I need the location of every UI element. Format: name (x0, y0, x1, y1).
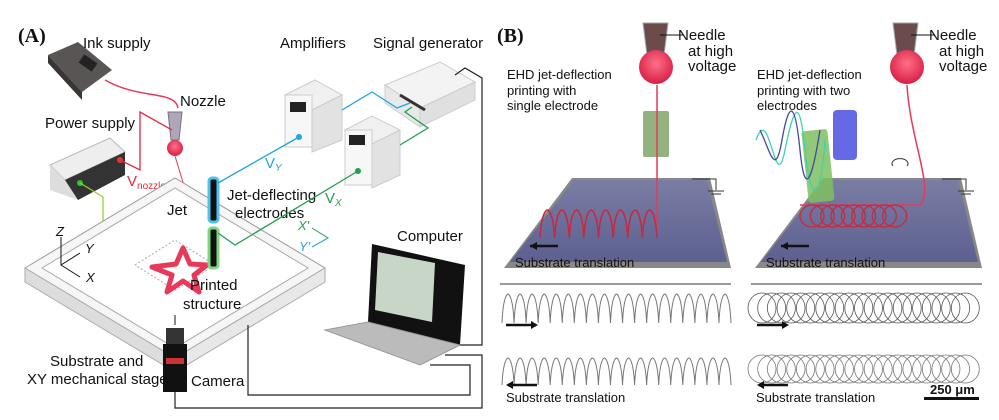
x-prime-label: X' (297, 218, 310, 233)
rotation-icon (891, 158, 909, 167)
camera (163, 315, 187, 392)
nozzle-label: Nozzle (180, 93, 226, 110)
computer-laptop (323, 244, 465, 366)
power-supply (49, 137, 126, 200)
power-supply-label: Power supply (45, 115, 136, 132)
cable-signal-generator (454, 67, 483, 346)
electrode-green (801, 129, 835, 203)
substrate-translation-right-bottom: Substrate translation (756, 390, 875, 405)
v-y-label: VY (265, 155, 283, 174)
stage-label-1: Substrate and (50, 353, 143, 370)
axis-x-label: X (85, 270, 96, 285)
axis-y-label: Y (85, 241, 95, 256)
arrow-right-icon (757, 321, 789, 329)
panel-a-label: (A) (18, 25, 46, 47)
panel-a: (A) Ink supply Nozzle Power supply Vnozz… (18, 25, 483, 409)
arrow-left-icon (506, 381, 537, 389)
amplifier-x (343, 115, 402, 189)
y-wire (217, 136, 300, 184)
axis-z-label: Z (55, 224, 65, 239)
electrode-x (207, 226, 220, 270)
jet-label: Jet (167, 202, 188, 219)
title-left-2: printing with (507, 83, 576, 98)
electrode-green (643, 111, 669, 157)
title-left-3: single electrode (507, 98, 598, 113)
title-right-3: electrodes (757, 98, 817, 113)
single-electrode-schematic (504, 22, 731, 268)
electrodes-label-2: electrodes (235, 205, 304, 222)
signal-generator-label: Signal generator (373, 35, 483, 52)
electrodes-label-1: Jet-deflecting (227, 187, 316, 204)
substrate-translation-left-top: Substrate translation (515, 255, 634, 270)
printed-star (149, 245, 210, 295)
v-x-label: VX (325, 190, 342, 209)
needle-label-left-3: voltage (688, 58, 736, 75)
needle-label-left-1: Needle (678, 27, 726, 44)
computer-label: Computer (397, 228, 463, 245)
arrow-right-icon (506, 321, 538, 329)
deflection-direction-icon (311, 227, 329, 248)
cable-stage (247, 325, 471, 396)
camera-label: Camera (191, 373, 245, 390)
cable-camera (174, 354, 483, 409)
title-right-2: printing with two (757, 83, 850, 98)
ink-supply-pump (48, 42, 179, 109)
needle-label-right-2: at high (939, 43, 984, 60)
electrode-y (207, 176, 220, 224)
scale-bar-label: 250 μm (930, 382, 975, 397)
x-wire (217, 170, 359, 246)
micrograph-loops-top (747, 292, 980, 324)
y-prime-label: Y' (299, 239, 311, 254)
title-left-1: EHD jet-deflection (507, 67, 612, 82)
panel-b-label: (B) (497, 25, 524, 47)
ground-icon (708, 190, 724, 195)
ink-supply-label: Ink supply (83, 35, 151, 52)
v-nozzle-label: Vnozzle (127, 173, 166, 192)
electrode-blue (833, 110, 857, 160)
arrow-left-icon (757, 381, 788, 389)
micrograph-zigzag-top (501, 293, 732, 324)
signal-generator (383, 61, 477, 128)
printed-structure-label-1: Printed (190, 277, 238, 294)
panel-b: (B) Needle at high voltage EHD jet-defle… (497, 22, 987, 405)
two-electrode-schematic (755, 22, 982, 268)
needle-label-right-3: voltage (939, 58, 987, 75)
amplifier-y (283, 79, 344, 153)
needle-label-left-2: at high (688, 43, 733, 60)
xy-stage (24, 177, 326, 373)
scale-bar (924, 397, 979, 400)
substrate-translation-right-top: Substrate translation (766, 255, 885, 270)
substrate-translation-left-bottom: Substrate translation (506, 390, 625, 405)
printed-structure-label-2: structure (183, 296, 241, 313)
ground-icon (958, 190, 974, 195)
title-right-1: EHD jet-deflection (757, 67, 862, 82)
micrograph-loops-bottom (747, 354, 980, 384)
amplifiers-label: Amplifiers (280, 35, 346, 52)
micrograph-zigzag-bottom (501, 357, 732, 386)
axes-icon (60, 237, 81, 278)
nozzle-wire (119, 110, 173, 172)
stage-label-2: XY mechanical stage (27, 371, 168, 388)
needle-label-right-1: Needle (929, 27, 977, 44)
